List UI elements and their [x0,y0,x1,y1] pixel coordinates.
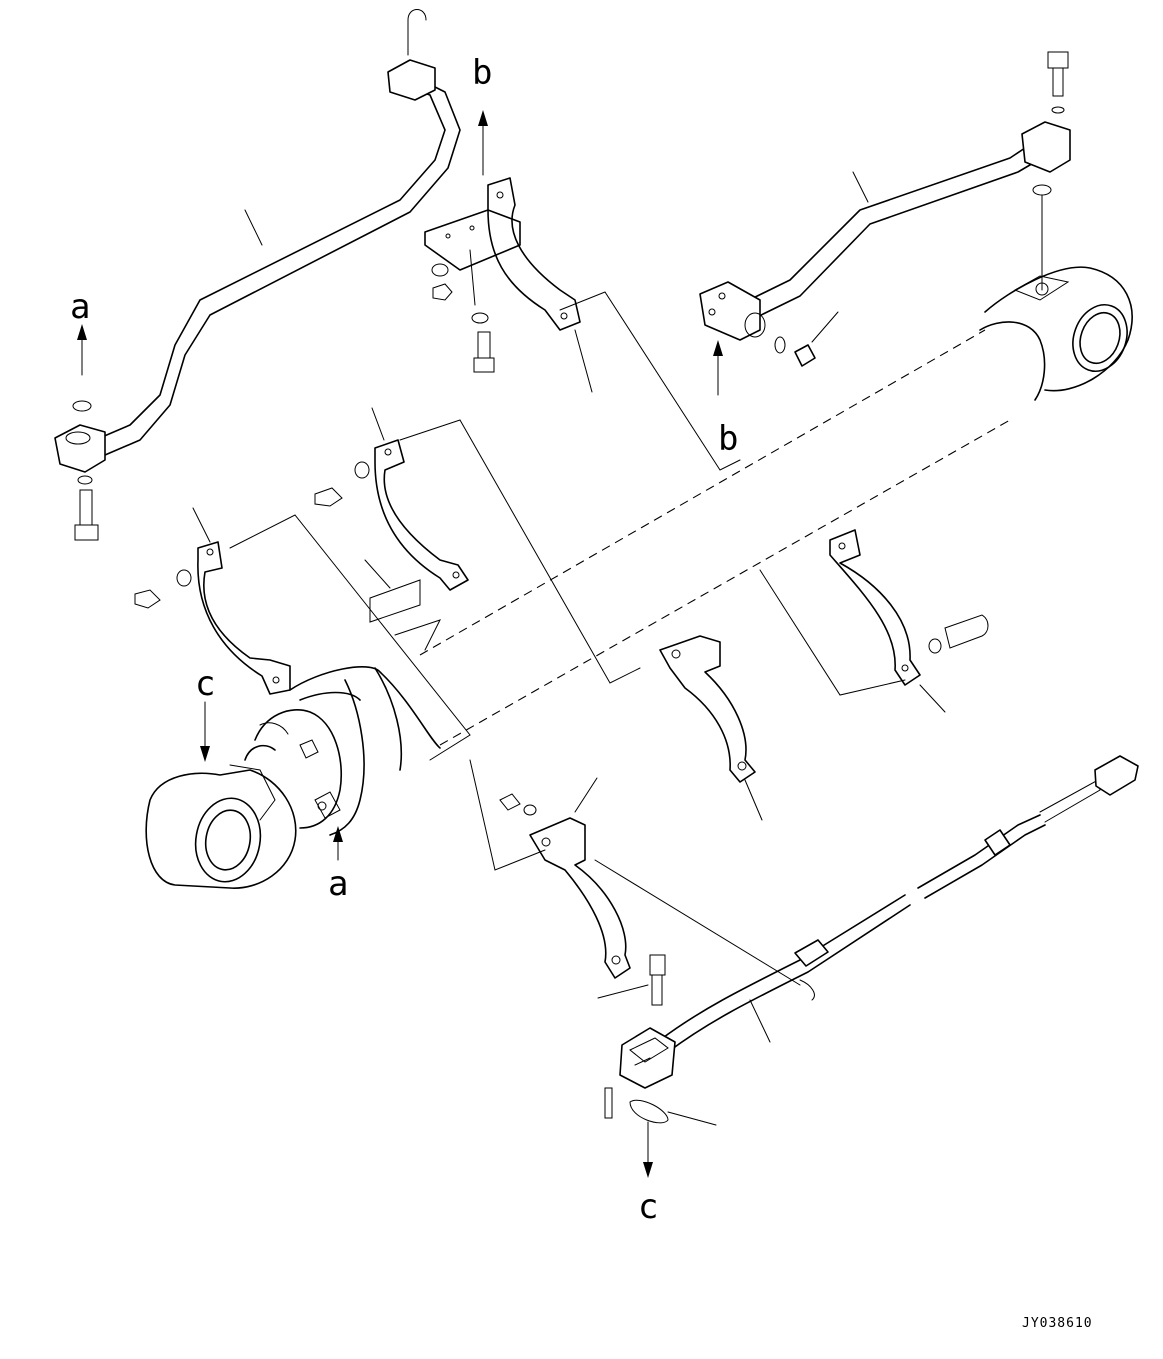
label-c-left: c [195,664,215,704]
label-a-top: a [70,287,90,327]
clamp-lower [499,777,631,979]
stroke-sensor-assembly [597,755,1139,1126]
cylinder-body [145,266,1133,889]
label-b-top: b [472,53,492,93]
clamp-mid-upper [314,407,469,623]
drawing-code: JY038610 [1022,1316,1093,1331]
label-b-right: b [718,419,738,459]
clamp-upper [424,177,593,393]
tube-b [699,51,1071,367]
arrows [77,110,723,1178]
tube-a [54,9,461,541]
clamp-right-upper [829,529,989,713]
assembly-guide-lines [229,291,906,986]
clamp-mid-lower [659,635,763,821]
clamp-left [134,507,291,695]
label-a-bottom: a [328,864,348,904]
label-c-bottom: c [638,1187,658,1227]
